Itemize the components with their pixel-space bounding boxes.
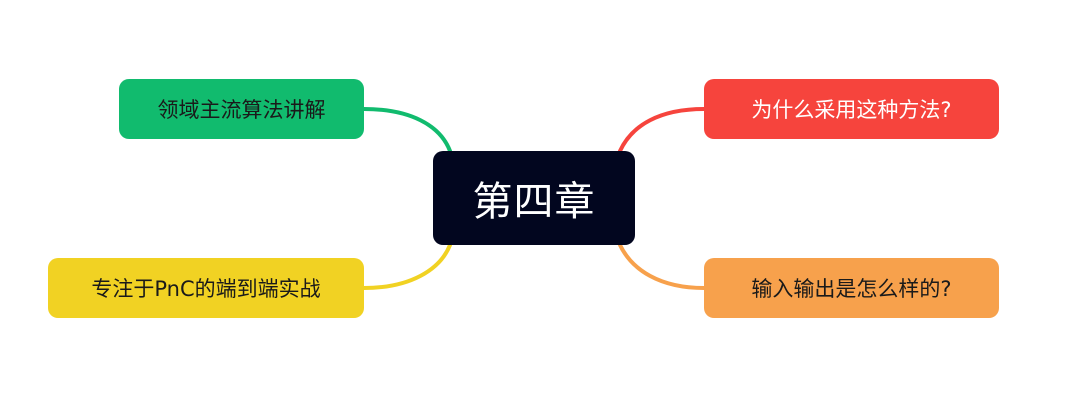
connector-bottom-right — [618, 243, 706, 290]
connector-top-left — [362, 107, 452, 153]
connector-top-right — [618, 107, 706, 153]
central-topic-node[interactable]: 第四章 — [433, 151, 635, 245]
branch-label-top-right: 为什么采用这种方法? — [751, 98, 952, 122]
branch-node-top-left[interactable]: 领域主流算法讲解 — [119, 79, 364, 139]
branch-node-bottom-right[interactable]: 输入输出是怎么样的? — [704, 258, 999, 318]
branch-label-bottom-right: 输入输出是怎么样的? — [751, 277, 952, 301]
central-topic-label: 第四章 — [472, 179, 596, 225]
connector-bottom-left — [362, 243, 452, 290]
branch-node-top-right[interactable]: 为什么采用这种方法? — [704, 79, 999, 139]
branch-label-top-left: 领域主流算法讲解 — [157, 98, 326, 122]
branch-label-bottom-left: 专注于PnC的端到端实战 — [91, 277, 321, 301]
branch-node-bottom-left[interactable]: 专注于PnC的端到端实战 — [48, 258, 364, 318]
